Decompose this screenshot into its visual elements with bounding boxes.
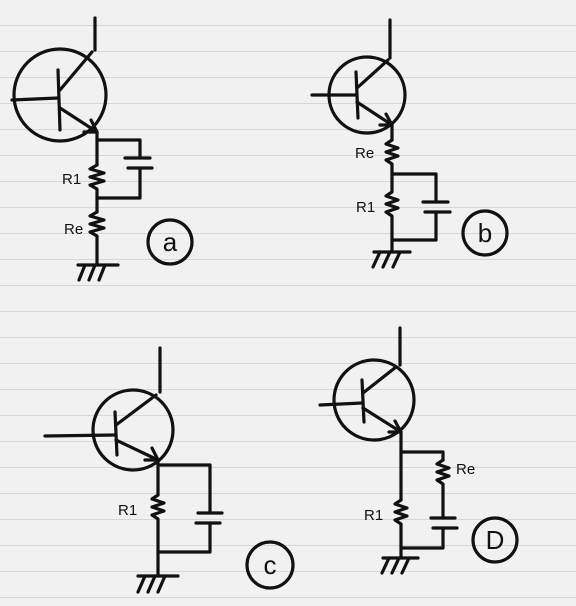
circuit-tag: D bbox=[471, 516, 519, 564]
wire bbox=[156, 521, 212, 554]
ground-symbol bbox=[371, 250, 412, 269]
npn-transistor bbox=[43, 346, 175, 472]
ground-symbol bbox=[380, 556, 420, 575]
circuit-tag-label: b bbox=[478, 218, 492, 248]
resistor-label: Re bbox=[456, 461, 475, 478]
resistor bbox=[150, 493, 166, 576]
circuit-tag: a bbox=[146, 218, 194, 266]
resistor-label: Re bbox=[355, 145, 374, 162]
circuit-tag: c bbox=[245, 540, 295, 590]
npn-transistor bbox=[10, 16, 108, 143]
circuit-a: R1 Re a bbox=[10, 16, 194, 282]
npn-transistor bbox=[310, 18, 407, 135]
npn-transistor bbox=[318, 326, 416, 442]
capacitor bbox=[194, 511, 224, 525]
circuit-b: Re R1 b bbox=[310, 18, 509, 269]
resistor-label: R1 bbox=[364, 507, 383, 524]
wire bbox=[95, 166, 142, 200]
resistor-label: R1 bbox=[356, 199, 375, 216]
circuit-c: R1 c bbox=[43, 346, 295, 594]
circuit-tag-label: c bbox=[264, 550, 277, 580]
wire bbox=[156, 463, 212, 515]
resistor bbox=[88, 210, 106, 266]
circuit-tag: b bbox=[461, 209, 509, 257]
wire bbox=[390, 210, 438, 242]
resistor-label: R1 bbox=[62, 171, 81, 188]
wire bbox=[399, 450, 445, 462]
resistor bbox=[393, 498, 409, 558]
capacitor bbox=[123, 156, 154, 170]
ground-symbol bbox=[76, 263, 120, 282]
ground-symbol bbox=[136, 574, 180, 594]
circuit-tag-label: a bbox=[163, 227, 178, 257]
capacitor bbox=[429, 516, 459, 530]
circuit-d: Re R1 D bbox=[318, 326, 519, 575]
wire bbox=[399, 526, 445, 550]
resistor-label: R1 bbox=[118, 502, 137, 519]
wire bbox=[390, 172, 438, 204]
wire bbox=[95, 138, 142, 160]
resistor bbox=[435, 458, 451, 520]
resistor bbox=[88, 163, 106, 214]
resistor-label: Re bbox=[64, 221, 83, 238]
circuit-tag-label: D bbox=[486, 525, 505, 555]
resistor bbox=[384, 172, 400, 252]
resistor bbox=[384, 138, 400, 176]
